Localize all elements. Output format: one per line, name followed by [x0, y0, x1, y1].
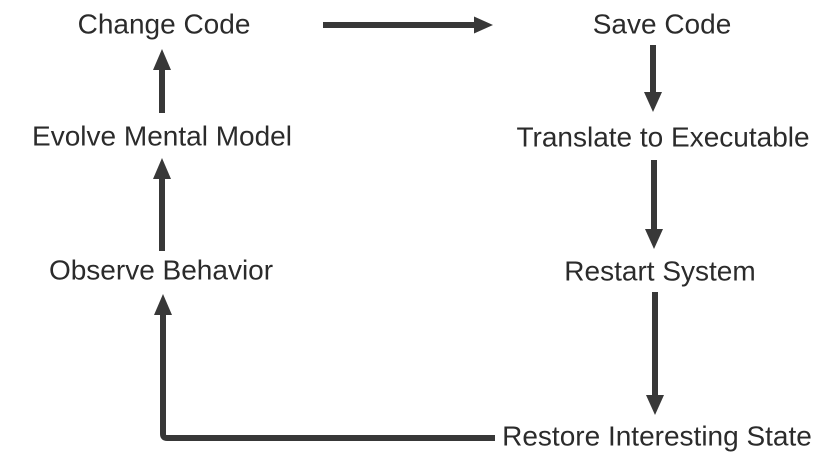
- arrowhead-up-icon: [153, 49, 171, 70]
- node-evolve-mental-model: Evolve Mental Model: [32, 120, 292, 152]
- arrowhead-down-icon: [645, 229, 663, 249]
- node-change-code: Change Code: [77, 8, 251, 40]
- arrow-restart-system-to-restore-state: [646, 292, 664, 415]
- node-restore-interesting-state: Restore Interesting State: [502, 420, 812, 452]
- arrowhead-down-icon: [644, 92, 662, 112]
- node-save-code: Save Code: [592, 8, 732, 40]
- arrow-save-code-to-translate: [644, 45, 662, 112]
- arrow-change-code-to-save-code: [323, 16, 493, 34]
- arrowhead-right-icon: [474, 16, 493, 34]
- arrowhead-down-icon: [646, 395, 664, 415]
- arrow-translate-to-restart-system: [645, 160, 663, 249]
- arrow-observe-behavior-to-evolve-model: [153, 158, 171, 251]
- arrowhead-up-icon: [153, 158, 171, 179]
- arrow-elbow-shaft: [160, 313, 495, 441]
- node-restart-system: Restart System: [564, 255, 756, 287]
- arrow-restore-state-to-observe-behavior: [154, 294, 495, 441]
- arrow-evolve-model-to-change-code: [153, 49, 171, 113]
- node-observe-behavior: Observe Behavior: [48, 254, 274, 286]
- node-translate-to-executable: Translate to Executable: [516, 121, 810, 153]
- arrowhead-up-icon: [154, 294, 172, 315]
